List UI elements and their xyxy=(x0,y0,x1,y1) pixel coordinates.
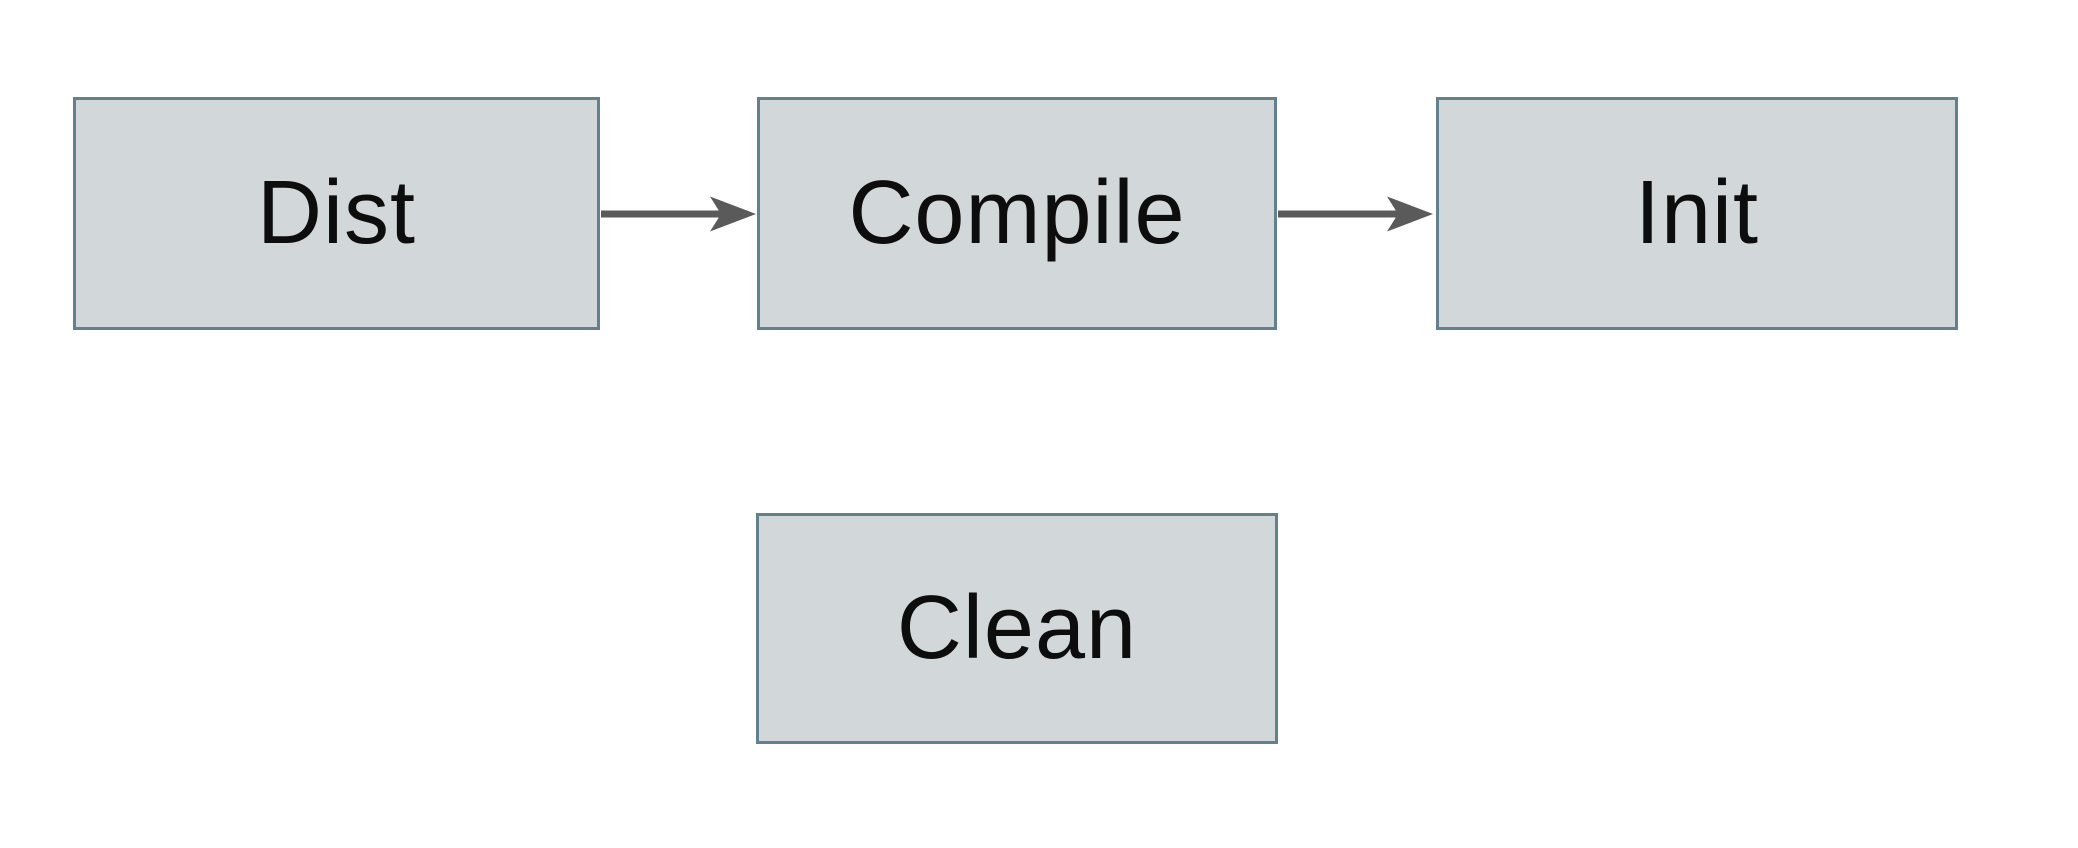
node-compile-label: Compile xyxy=(848,163,1186,263)
node-dist-label: Dist xyxy=(257,163,416,263)
right-arrowhead-icon xyxy=(710,196,756,232)
node-init: Init xyxy=(1436,97,1958,330)
right-arrowhead-icon xyxy=(1387,196,1433,232)
node-dist: Dist xyxy=(73,97,600,330)
node-init-label: Init xyxy=(1634,163,1760,263)
arrow-compile-to-init xyxy=(1278,196,1433,232)
node-clean-label: Clean xyxy=(896,578,1138,678)
arrow-dist-to-compile xyxy=(601,196,756,232)
node-clean: Clean xyxy=(756,513,1278,744)
node-compile: Compile xyxy=(757,97,1277,330)
